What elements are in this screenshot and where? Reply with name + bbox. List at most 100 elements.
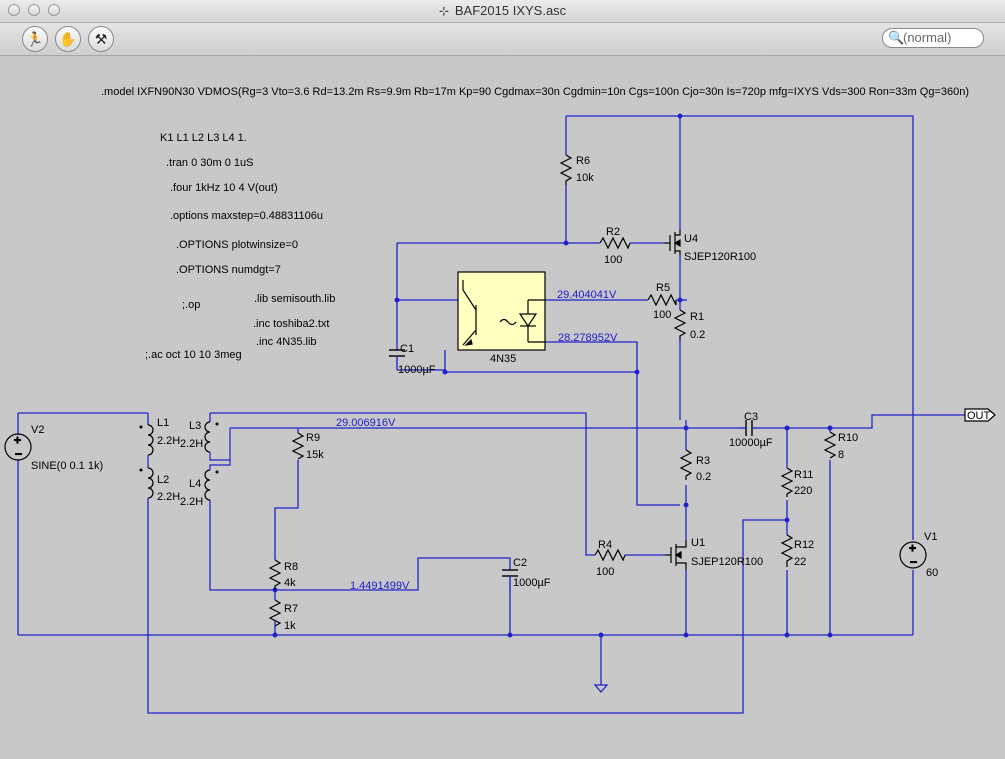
four-directive[interactable]: .four 1kHz 10 4 V(out)	[170, 182, 278, 194]
model-directive[interactable]: .model IXFN90N30 VDMOS(Rg=3 Vto=3.6 Rd=1…	[101, 86, 969, 98]
out-port[interactable]: OUT	[964, 408, 996, 422]
inductor-l3[interactable]	[204, 421, 231, 461]
r11-label: R11	[794, 469, 813, 481]
coupling-directive[interactable]: K1 L1 L2 L3 L4 1.	[160, 132, 247, 144]
minimize-button[interactable]	[28, 4, 40, 16]
svg-text:−: −	[910, 555, 917, 569]
resistor-r9[interactable]	[291, 432, 305, 460]
search-field[interactable]: 🔍 (normal)	[882, 28, 984, 48]
svg-text:+: +	[909, 541, 916, 555]
r6-label: R6	[576, 155, 590, 167]
capacitor-c3[interactable]	[740, 420, 758, 436]
pan-hand-icon: ✋	[59, 31, 77, 47]
resistor-r8[interactable]	[268, 559, 282, 590]
mosfet-icons	[664, 230, 687, 570]
resistor-r12[interactable]	[780, 534, 794, 567]
voltage-source-v1[interactable]: +−	[899, 540, 927, 570]
c1-value: 1000µF	[398, 364, 436, 376]
v2-value: SINE(0 0.1 1k)	[31, 460, 103, 472]
resistor-r6[interactable]	[559, 154, 573, 185]
capacitor-c1[interactable]	[389, 349, 405, 370]
close-button[interactable]	[8, 4, 20, 16]
resistor-r7[interactable]	[268, 599, 282, 627]
resistor-r5[interactable]	[647, 293, 677, 307]
l1-label: L1	[157, 417, 169, 429]
net-voltage-label: 29.404041V	[557, 289, 617, 301]
l4-value: 2.2H	[180, 496, 203, 508]
tran-directive[interactable]: .tran 0 30m 0 1uS	[166, 157, 253, 169]
search-icon: 🔍	[888, 30, 905, 45]
inductor-l2[interactable]	[147, 467, 154, 500]
op-directive[interactable]: ;.op	[182, 299, 200, 311]
resistor-r10[interactable]	[823, 431, 837, 459]
schematic-icon: ⊹	[438, 4, 449, 18]
resistor-icons	[268, 154, 837, 627]
pan-button[interactable]: ✋	[55, 26, 81, 52]
inductor-l4[interactable]	[204, 460, 231, 501]
c2-label: C2	[513, 557, 527, 569]
probe-icon: ⚒	[94, 31, 108, 47]
toolbar: 🏃 ✋ ⚒ 🔍 (normal)	[0, 23, 1005, 56]
r4-label: R4	[598, 539, 612, 551]
r5-label: R5	[656, 282, 670, 294]
u4-label: U4	[684, 233, 698, 245]
inc-4n35-directive[interactable]: .inc 4N35.lib	[256, 336, 317, 348]
probe-button[interactable]: ⚒	[88, 26, 114, 52]
junctions	[272, 113, 833, 638]
resistor-r3[interactable]	[679, 449, 693, 480]
capacitor-icons	[389, 349, 758, 590]
wires	[17, 115, 965, 714]
options-maxstep-directive[interactable]: .options maxstep=0.48831106u	[170, 210, 323, 222]
svg-text:−: −	[15, 447, 22, 461]
r2-value: 100	[604, 254, 622, 266]
zoom-button[interactable]	[48, 4, 60, 16]
mosfet-u1[interactable]	[665, 540, 687, 570]
svg-text:+: +	[14, 433, 21, 447]
search-input[interactable]: (normal)	[903, 30, 952, 45]
r1-value: 0.2	[690, 329, 705, 341]
net-voltage-label: 29.006916V	[336, 417, 396, 429]
l3-value: 2.2H	[180, 438, 203, 450]
opto-label: 4N35	[490, 353, 516, 365]
u1-label: U1	[691, 537, 705, 549]
capacitor-c2[interactable]	[502, 569, 518, 590]
r8-value: 4k	[284, 577, 296, 589]
l2-label: L2	[157, 474, 169, 486]
r9-value: 15k	[306, 449, 324, 461]
resistor-r2[interactable]	[599, 236, 631, 250]
window-title: ⊹BAF2015 IXYS.asc	[438, 3, 567, 18]
v1-value: 60	[926, 567, 938, 579]
r1-label: R1	[690, 311, 704, 323]
net-voltage-label: 1.4491499V	[350, 580, 410, 592]
voltage-source-v2[interactable]: +−	[4, 432, 32, 462]
schematic-canvas[interactable]: +− +−	[0, 56, 1005, 754]
optocoupler-4n35[interactable]	[457, 271, 546, 351]
ground-icon	[593, 684, 609, 693]
v1-label: V1	[924, 531, 937, 543]
r2-label: R2	[606, 226, 620, 238]
ac-directive[interactable]: ;.ac oct 10 10 3meg	[145, 349, 242, 361]
v2-label: V2	[31, 424, 44, 436]
l4-label: L4	[189, 478, 201, 490]
options-numdgt-directive[interactable]: .OPTIONS numdgt=7	[176, 264, 281, 276]
lib-directive[interactable]: .lib semisouth.lib	[254, 293, 335, 305]
u1-value: SJEP120R100	[691, 556, 763, 568]
inc-toshiba-directive[interactable]: .inc toshiba2.txt	[253, 318, 329, 330]
mosfet-u4[interactable]	[664, 230, 681, 255]
options-plotwinsize-directive[interactable]: .OPTIONS plotwinsize=0	[176, 239, 298, 251]
title-bar: ⊹BAF2015 IXYS.asc	[0, 0, 1005, 23]
resistor-r11[interactable]	[780, 467, 794, 497]
inductor-l1[interactable]	[147, 424, 154, 468]
r12-value: 22	[794, 556, 806, 568]
run-button[interactable]: 🏃	[22, 26, 48, 52]
run-icon: 🏃	[26, 31, 44, 47]
out-label: OUT	[967, 410, 991, 422]
r8-label: R8	[284, 561, 298, 573]
c3-value: 10000µF	[729, 437, 773, 449]
inductor-icons	[139, 421, 231, 501]
r10-value: 8	[838, 449, 844, 461]
resistor-r4[interactable]	[594, 548, 626, 562]
c3-label: C3	[744, 411, 758, 423]
resistor-r1[interactable]	[673, 309, 687, 340]
